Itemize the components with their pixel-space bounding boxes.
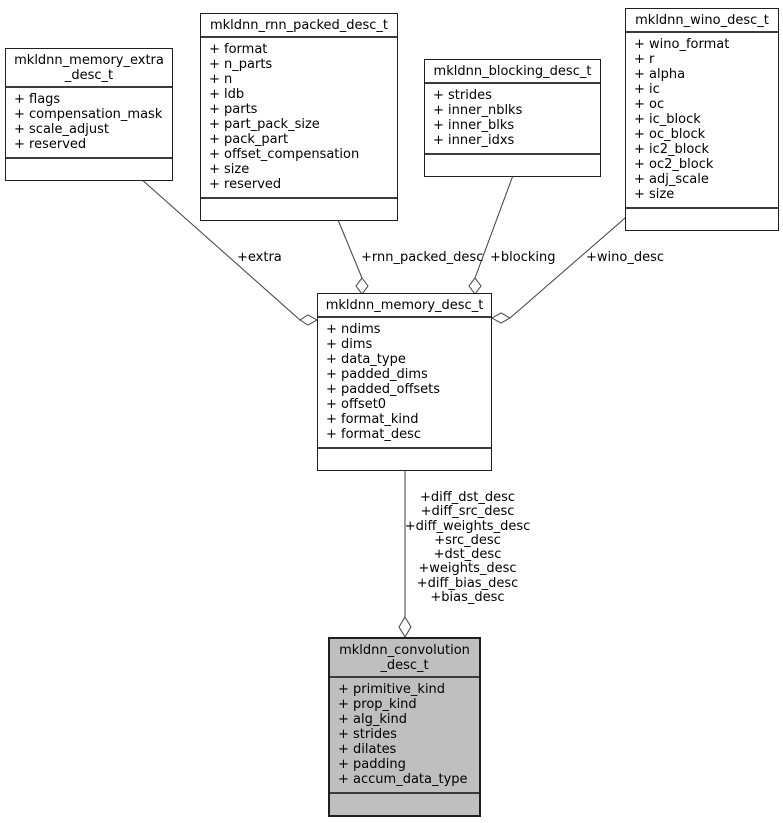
class-title: mkldnn_convolution_desc_t [330, 639, 479, 678]
class-field: + inner_nblks [433, 103, 523, 118]
aggregation-diamond-wino-desc [490, 312, 512, 324]
class-field: + offset_compensation [209, 147, 360, 162]
class-field: + r [634, 52, 655, 67]
edge-label-extra: +extra [237, 250, 282, 265]
class-field: + primitive_kind [338, 682, 446, 697]
class-field: + ic2_block [634, 142, 710, 157]
class-field: + compensation_mask [14, 107, 163, 122]
aggregation-diamond-extra [299, 314, 319, 326]
class-field: + prop_kind [338, 697, 417, 712]
class-field: + format_kind [326, 412, 419, 427]
class-field: + strides [433, 88, 492, 103]
class-field: + format_desc [326, 427, 422, 442]
class-field: + inner_idxs [433, 133, 515, 148]
class-field: + wino_format [634, 37, 730, 52]
class-box-mkldnn-wino-desc-t[interactable]: mkldnn_wino_desc_t + wino_format+ r+ alp… [625, 8, 779, 231]
class-field: + flags [14, 92, 61, 107]
class-title-line: mkldnn_wino_desc_t [635, 13, 769, 28]
class-methods-empty [330, 794, 479, 815]
class-field: + padding [338, 757, 406, 772]
edge-rnn-packed-desc [335, 214, 363, 279]
class-box-mkldnn-memory-desc-t[interactable]: mkldnn_memory_desc_t + ndims+ dims+ data… [317, 293, 492, 471]
edge-label-rnn-packed-desc: +rnn_packed_desc [361, 250, 484, 265]
class-title-line: _desc_t [64, 68, 114, 83]
class-field: + size [634, 187, 675, 202]
class-methods-empty [425, 155, 600, 176]
class-field: + data_type [326, 352, 406, 367]
class-title: mkldnn_wino_desc_t [626, 9, 778, 33]
edge-blocking [474, 169, 516, 279]
class-fields: + primitive_kind+ prop_kind+ alg_kind+ s… [330, 678, 479, 794]
class-fields: + format+ n_parts+ n+ ldb+ parts+ part_p… [201, 38, 397, 199]
class-box-mkldnn-rnn-packed-desc-t[interactable]: mkldnn_rnn_packed_desc_t + format+ n_par… [200, 13, 398, 221]
class-field: + reserved [14, 137, 87, 152]
class-methods-empty [626, 209, 778, 230]
edge-label-line: +src_desc [434, 532, 501, 548]
edge-label-line: +diff_weights_desc [404, 518, 531, 534]
class-field: + strides [338, 727, 397, 742]
class-field: + parts [209, 102, 258, 117]
class-field: + n [209, 72, 233, 87]
class-field: + padded_offsets [326, 382, 441, 397]
edge-wino-desc [509, 211, 633, 319]
class-field: + oc2_block [634, 157, 714, 172]
edge-label-line: +weights_desc [418, 561, 517, 577]
aggregation-diamond-blocking [468, 277, 482, 295]
class-box-mkldnn-memory-extra-desc-t[interactable]: mkldnn_memory_extra_desc_t + flags+ comp… [5, 48, 173, 181]
class-field: + scale_adjust [14, 122, 109, 137]
class-field: + dilates [338, 742, 397, 757]
class-title: mkldnn_rnn_packed_desc_t [201, 14, 397, 38]
class-field: + format [209, 42, 268, 57]
class-field: + padded_dims [326, 367, 428, 382]
edge-label-line: +bias_desc [430, 590, 505, 606]
class-title-line: _desc_t [380, 658, 429, 673]
edge-label-line: +dst_desc [433, 547, 502, 563]
class-title: mkldnn_memory_desc_t [318, 294, 491, 318]
class-fields: + flags+ compensation_mask+ scale_adjust… [6, 88, 172, 159]
class-field: + oc [634, 97, 665, 112]
class-methods-empty [6, 159, 172, 180]
class-field: + alg_kind [338, 712, 407, 727]
aggregation-diamond-memory-to-convolution [398, 616, 412, 638]
class-methods-empty [318, 449, 491, 470]
class-field: + size [209, 162, 250, 177]
class-field: + n_parts [209, 57, 273, 72]
class-field: + part_pack_size [209, 117, 320, 132]
edge-label-wino-desc: +wino_desc [586, 250, 664, 265]
class-field: + alpha [634, 67, 686, 82]
class-title-line: mkldnn_memory_extra [14, 53, 164, 68]
class-field: + ic [634, 82, 660, 97]
edge-label-blocking: +blocking [490, 250, 556, 265]
class-fields: + strides+ inner_nblks+ inner_blks+ inne… [425, 84, 600, 155]
class-field: + oc_block [634, 127, 706, 142]
class-field: + pack_part [209, 132, 289, 147]
class-title-line: mkldnn_rnn_packed_desc_t [209, 18, 389, 33]
class-title-line: mkldnn_convolution [339, 643, 470, 658]
edge-label-line: +diff_dst_desc [419, 490, 515, 505]
class-title-line: mkldnn_memory_desc_t [325, 298, 484, 313]
class-field: + offset0 [326, 397, 387, 412]
class-field: + ic_block [634, 112, 701, 127]
edge-label-memory-to-convolution: +diff_dst_desc+diff_src_desc+diff_weight… [375, 490, 560, 606]
edge-extra [139, 177, 301, 321]
class-title: mkldnn_blocking_desc_t [425, 60, 600, 84]
class-field: + adj_scale [634, 172, 709, 187]
class-field: + accum_data_type [338, 772, 468, 787]
aggregation-diamond-rnn-packed-desc [355, 277, 369, 295]
class-box-mkldnn-blocking-desc-t[interactable]: mkldnn_blocking_desc_t + strides+ inner_… [424, 59, 601, 177]
class-fields: + ndims+ dims+ data_type+ padded_dims+ p… [318, 318, 491, 449]
class-field: + inner_blks [433, 118, 515, 133]
class-field: + dims [326, 337, 373, 352]
class-field: + reserved [209, 177, 282, 192]
class-fields: + wino_format+ r+ alpha+ ic+ oc+ ic_bloc… [626, 33, 778, 209]
class-box-mkldnn-convolution-desc-t[interactable]: mkldnn_convolution_desc_t + primitive_ki… [328, 637, 481, 817]
edge-label-line: +diff_bias_desc [416, 575, 519, 591]
class-title-line: mkldnn_blocking_desc_t [433, 64, 592, 79]
class-methods-empty [201, 199, 397, 220]
class-title: mkldnn_memory_extra_desc_t [6, 49, 172, 88]
class-field: + ndims [326, 322, 381, 337]
edge-label-line: +diff_src_desc [420, 504, 515, 520]
class-field: + ldb [209, 87, 245, 102]
